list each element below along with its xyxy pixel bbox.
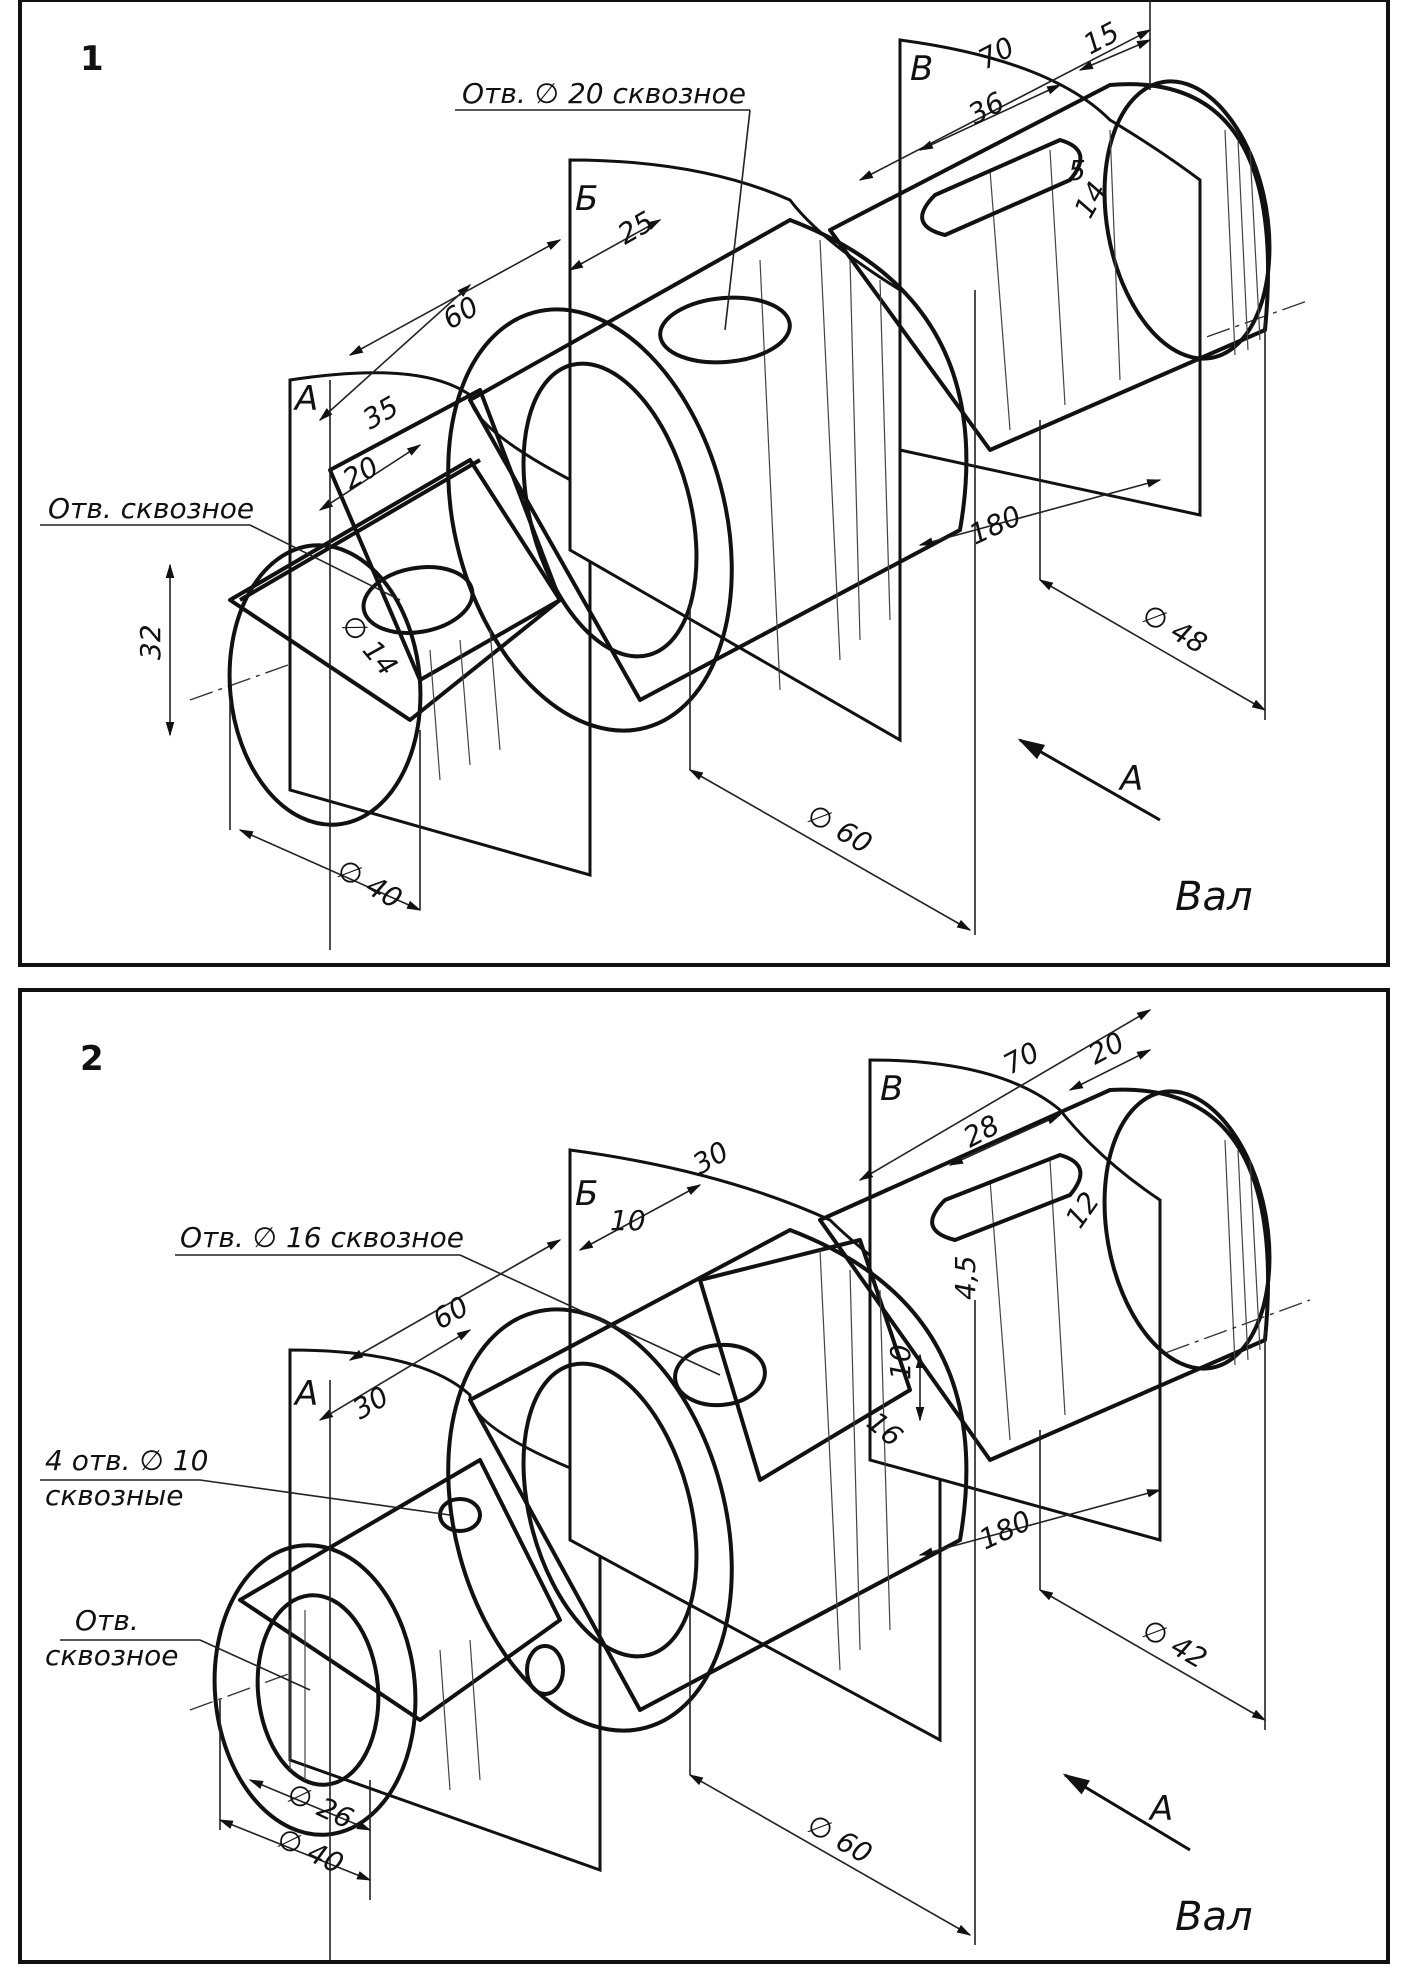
hole-label-bore-line1: Отв. [75, 1604, 139, 1637]
dim-32: 32 [134, 624, 167, 660]
dim-180: 180 [964, 499, 1026, 551]
hole-label-4x-line2: сквозные [45, 1479, 183, 1512]
section-plane-a [288, 371, 592, 877]
panel-1-number: 1 [80, 39, 104, 79]
hole-d20 [658, 295, 792, 365]
dim2-10b: 10 [884, 1344, 917, 1380]
plane-label-v: В [910, 49, 933, 89]
section-plane-v [898, 38, 1202, 517]
panel-1: 1 [18, 0, 1390, 967]
dim-5: 5 [1068, 154, 1086, 187]
radial-hole-1 [438, 1497, 482, 1533]
left-journal [227, 388, 562, 827]
view-arrow [1017, 738, 1161, 822]
hole-label-d16: Отв. ∅ 16 сквозное [180, 1221, 464, 1254]
dim-d60: ∅ 60 [802, 797, 878, 860]
section-plane-b [568, 158, 902, 743]
dim2-d42: ∅ 42 [1137, 1612, 1213, 1675]
hole-flat [361, 565, 475, 635]
plane-label-v-2: В [880, 1069, 903, 1109]
central-collar [446, 218, 969, 733]
plane-label-a: А [293, 379, 318, 419]
drawing-title: Вал [1175, 874, 1253, 920]
dim2-70: 70 [998, 1035, 1045, 1081]
plane-label-a-2: А [293, 1374, 318, 1414]
view-label-a-2: А [1148, 1789, 1173, 1829]
hole-label-bore-line2: сквозное [45, 1639, 179, 1672]
panel-1-frame [18, 0, 1390, 967]
dim2-10: 10 [610, 1204, 646, 1237]
hole-d16 [673, 1342, 767, 1408]
view-arrow-2 [1062, 1773, 1191, 1852]
plane-label-b: Б [575, 179, 598, 219]
dim-d48: ∅ 48 [1137, 597, 1213, 660]
dim2-180: 180 [974, 1504, 1036, 1556]
plane-label-b-2: Б [575, 1174, 598, 1214]
panel-2: 2 [18, 988, 1390, 1964]
panel-2-frame [18, 988, 1390, 1964]
hole-label-d20: Отв. ∅ 20 сквозное [462, 77, 746, 110]
radial-hole-2 [525, 1644, 565, 1696]
dim2-4-5: 4,5 [949, 1255, 982, 1300]
view-label-a: А [1118, 759, 1143, 799]
drawing-title-2: Вал [1175, 1894, 1253, 1940]
panel-2-number: 2 [80, 1039, 104, 1079]
dim2-60: 60 [427, 1290, 474, 1336]
dim-60: 60 [437, 290, 484, 336]
hole-label-4x-line1: 4 отв. ∅ 10 [45, 1444, 208, 1477]
dim-d40: ∅ 40 [332, 852, 408, 915]
hole-label-through: Отв. сквозное [48, 492, 254, 525]
